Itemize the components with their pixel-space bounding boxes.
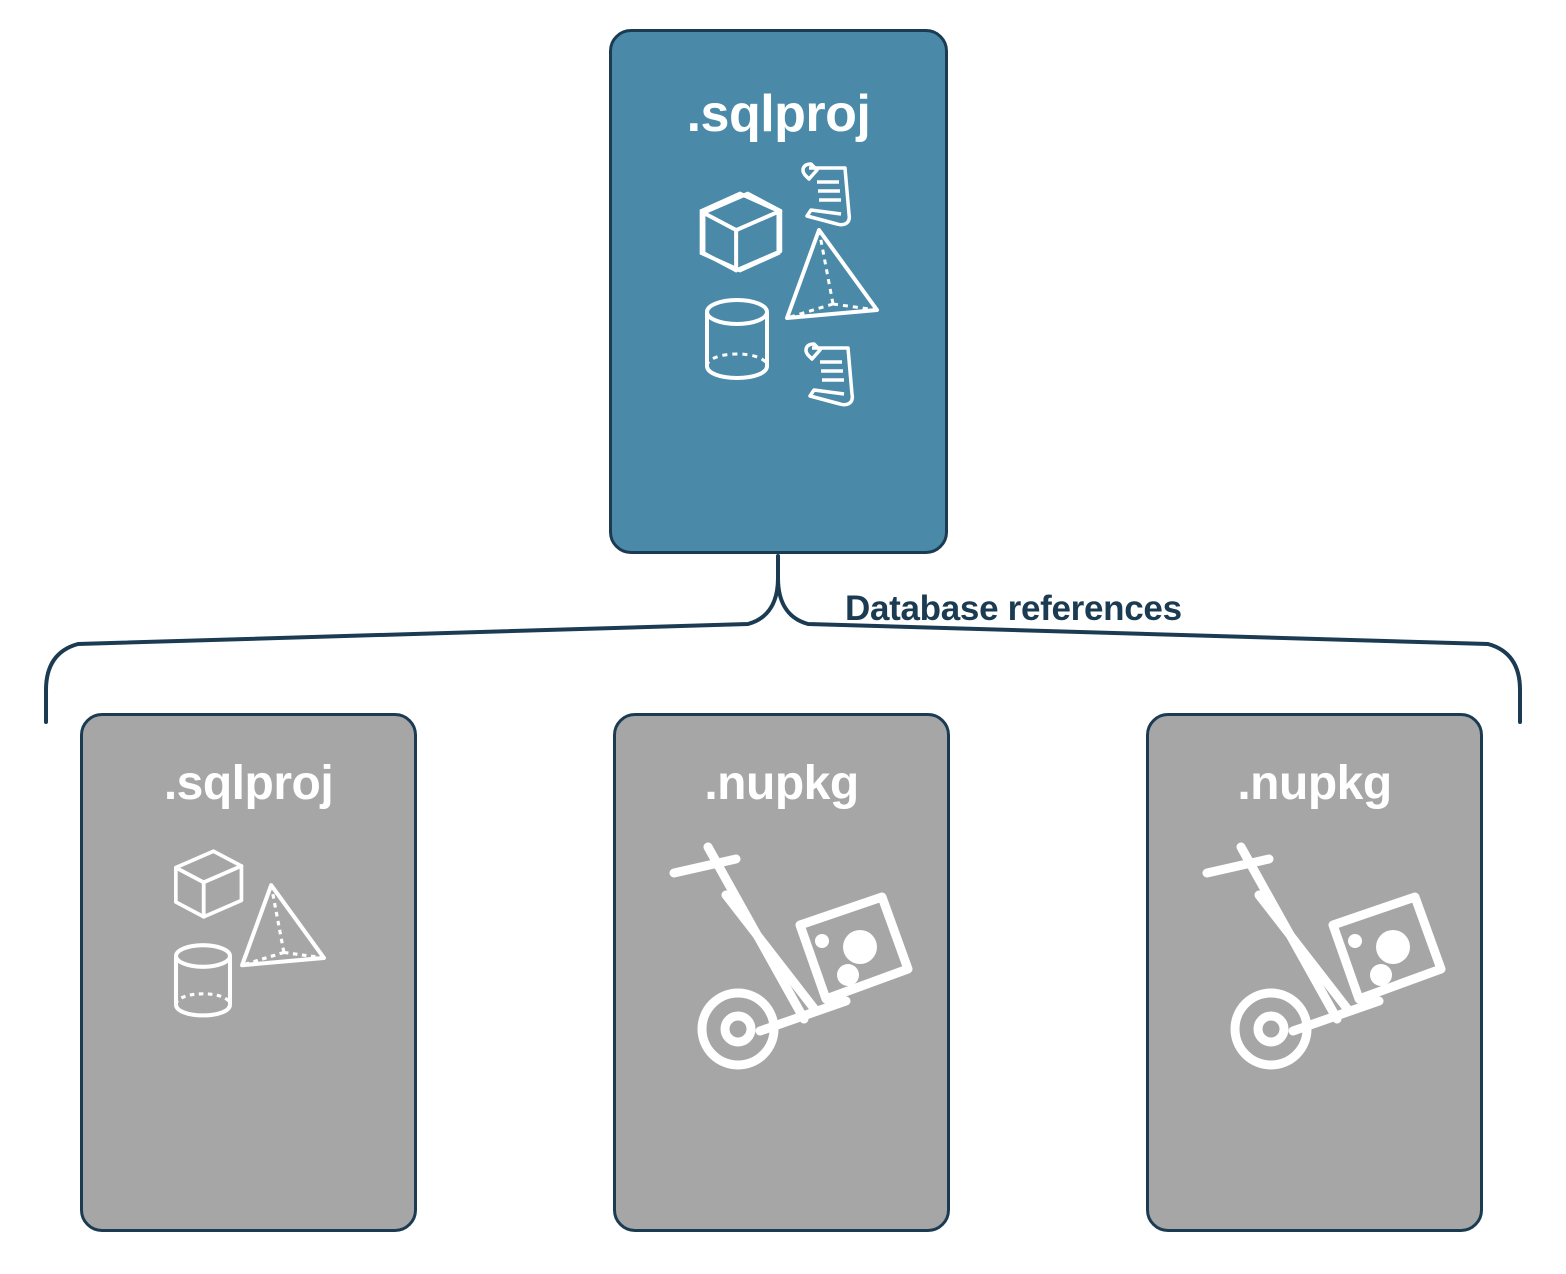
pyramid-icon	[785, 228, 879, 320]
node-label: .sqlproj	[163, 757, 334, 810]
node-label: .sqlproj	[686, 85, 871, 143]
node-nupkg-1[interactable]: .nupkg	[613, 713, 950, 1232]
hand-truck-package-icon	[669, 842, 913, 1070]
node-sqlproj-reference[interactable]: .sqlproj	[80, 713, 417, 1232]
node-nupkg-2[interactable]: .nupkg	[1146, 713, 1483, 1232]
cylinder-icon	[705, 298, 769, 380]
pyramid-icon	[240, 883, 326, 968]
node-sqlproj-root[interactable]: .sqlproj	[609, 29, 948, 554]
node-icon-group	[616, 811, 947, 1229]
node-label: .nupkg	[1237, 757, 1392, 810]
hand-truck-package-icon	[1202, 842, 1446, 1070]
scroll-icon	[804, 342, 855, 407]
cube-icon	[173, 849, 244, 919]
scroll-icon	[801, 162, 852, 227]
node-icon-group	[1149, 811, 1480, 1229]
node-icon-group	[83, 811, 414, 1229]
cube-icon	[699, 191, 783, 273]
edge-label-database-references: Database references	[845, 589, 1182, 628]
node-icon-group	[612, 144, 945, 551]
cylinder-icon	[173, 943, 233, 1018]
node-label: .nupkg	[704, 757, 859, 810]
